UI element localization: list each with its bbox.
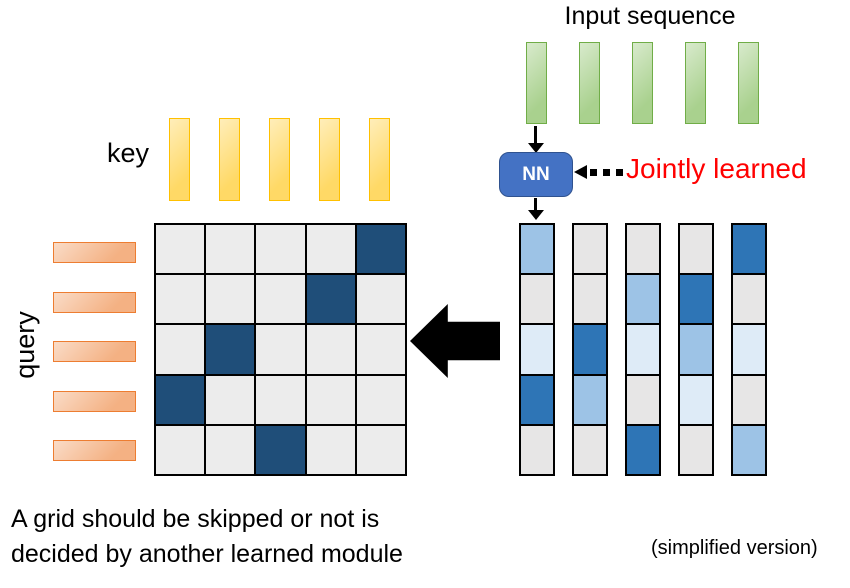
- key-vector-bar: [369, 118, 390, 201]
- nn-output-cell: [680, 225, 712, 276]
- nn-output-cell: [521, 425, 553, 475]
- grid-cell: [256, 325, 305, 374]
- grid-cell: [206, 275, 255, 324]
- simplified-version-label: (simplified version): [651, 537, 818, 559]
- grid-cell-selected: [306, 275, 355, 324]
- grid-cell-selected: [156, 375, 205, 424]
- nn-output-column: [519, 223, 555, 476]
- attention-skip-grid: [154, 223, 407, 476]
- grid-cell: [356, 425, 405, 474]
- grid-cell: [256, 375, 305, 424]
- grid-cell-selected: [356, 225, 405, 274]
- nn-output-column: [678, 223, 714, 476]
- input-sequence-label: Input sequence: [564, 2, 736, 30]
- nn-output-cell: [627, 375, 659, 426]
- grid-cell: [306, 225, 355, 274]
- nn-output-cell: [574, 325, 606, 376]
- nn-output-cell: [733, 425, 765, 475]
- grid-cell: [156, 325, 205, 374]
- nn-output-cell: [521, 325, 553, 376]
- key-bars: [169, 118, 390, 201]
- grid-cell: [206, 425, 255, 474]
- nn-output-cell: [627, 425, 659, 475]
- grid-cell: [306, 425, 355, 474]
- caption-text: A grid should be skipped or not is decid…: [11, 502, 403, 572]
- nn-output-column: [731, 223, 767, 476]
- query-vector-bar: [53, 390, 136, 412]
- dashed-arrow-line-icon: [590, 169, 623, 176]
- nn-output-cell: [521, 225, 553, 276]
- query-vector-bar: [53, 341, 136, 362]
- nn-output-cell: [733, 375, 765, 426]
- grid-cell: [156, 225, 205, 274]
- grid-cell: [206, 375, 255, 424]
- nn-output-columns: [519, 223, 767, 476]
- key-vector-bar: [319, 118, 340, 201]
- key-vector-bar: [169, 118, 190, 201]
- nn-output-cell: [574, 225, 606, 276]
- query-vector-bar: [53, 291, 136, 313]
- dashed-arrow-head-icon: [574, 165, 587, 179]
- grid-cell-selected: [256, 425, 305, 474]
- nn-output-cell: [627, 325, 659, 376]
- jointly-learned-label: Jointly learned: [626, 153, 807, 184]
- grid-cell: [256, 275, 305, 324]
- input-token-bar: [632, 42, 653, 124]
- nn-output-cell: [680, 275, 712, 326]
- grid-cell: [306, 325, 355, 374]
- query-bars: [53, 242, 136, 461]
- grid-cell: [156, 275, 205, 324]
- nn-output-cell: [521, 275, 553, 326]
- nn-output-cell: [733, 325, 765, 376]
- nn-output-cell: [733, 275, 765, 326]
- nn-output-column: [625, 223, 661, 476]
- grid-cell: [306, 375, 355, 424]
- key-vector-bar: [269, 118, 290, 201]
- nn-output-cell: [574, 375, 606, 426]
- arrow-input-to-nn-icon: [527, 126, 544, 153]
- left-block-arrow-icon: [410, 304, 500, 378]
- caption-line-1: A grid should be skipped or not is: [11, 505, 380, 533]
- grid-cell-selected: [206, 325, 255, 374]
- grid-cell: [256, 225, 305, 274]
- caption-line-2: decided by another learned module: [11, 540, 403, 568]
- nn-output-cell: [574, 425, 606, 475]
- arrow-nn-to-output-icon: [527, 198, 544, 220]
- nn-module-label: NN: [522, 163, 550, 185]
- input-token-bar: [579, 42, 600, 124]
- input-token-bar: [685, 42, 706, 124]
- grid-cell: [356, 325, 405, 374]
- nn-output-cell: [627, 275, 659, 326]
- nn-module-box: NN: [499, 152, 573, 197]
- grid-cell: [356, 375, 405, 424]
- nn-output-cell: [574, 275, 606, 326]
- nn-output-cell: [680, 425, 712, 475]
- key-label: key: [107, 138, 150, 168]
- query-vector-bar: [53, 242, 136, 263]
- nn-output-cell: [733, 225, 765, 276]
- grid-cell: [206, 225, 255, 274]
- input-token-bar: [738, 42, 759, 124]
- nn-output-cell: [680, 325, 712, 376]
- query-vector-bar: [53, 440, 136, 461]
- grid-cell: [156, 425, 205, 474]
- input-sequence-bars: [526, 42, 759, 124]
- nn-output-cell: [680, 375, 712, 426]
- query-label: query: [10, 311, 40, 379]
- key-vector-bar: [219, 118, 240, 201]
- grid-cell: [356, 275, 405, 324]
- nn-output-cell: [521, 375, 553, 426]
- input-token-bar: [526, 42, 547, 124]
- nn-output-column: [572, 223, 608, 476]
- nn-output-cell: [627, 225, 659, 276]
